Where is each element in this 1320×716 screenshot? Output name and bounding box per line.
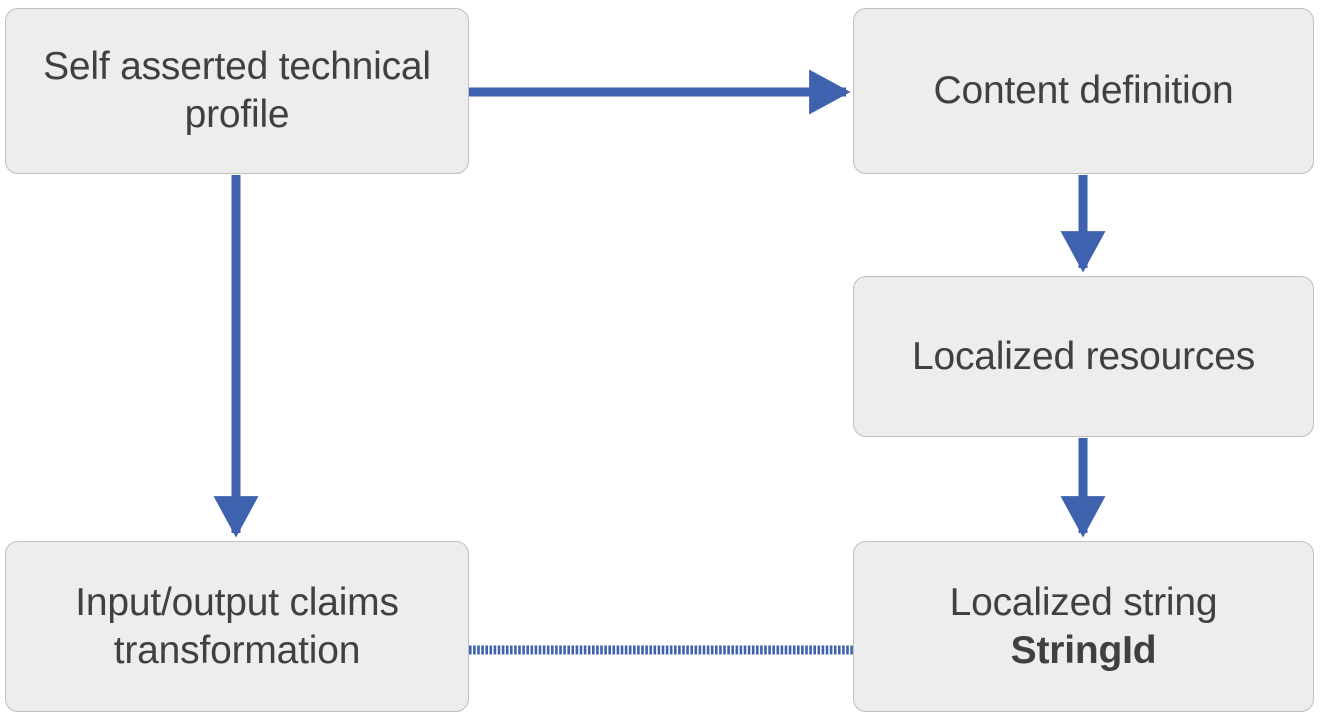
node-label-line-1: Self asserted technical xyxy=(43,45,431,89)
node-label: Input/output claims transformation xyxy=(24,579,450,674)
node-label-line-2: transformation xyxy=(113,628,361,672)
node-label: Localized string StringId xyxy=(872,579,1295,674)
node-label-line-1: Localized string xyxy=(949,580,1218,624)
node-label: Content definition xyxy=(872,67,1295,115)
node-label-line-1: Localized resources xyxy=(911,334,1256,378)
node-self-asserted-technical-profile[interactable]: Self asserted technical profile xyxy=(5,8,469,174)
node-label: Self asserted technical profile xyxy=(24,43,450,138)
node-label-line-1: Input/output claims xyxy=(75,580,399,624)
node-label-line-2: profile xyxy=(184,93,290,136)
node-content-definition[interactable]: Content definition xyxy=(853,8,1314,174)
node-localized-resources[interactable]: Localized resources xyxy=(853,276,1314,437)
node-label-line-1: Content definition xyxy=(933,69,1234,113)
node-localized-string[interactable]: Localized string StringId xyxy=(853,541,1314,712)
node-label-string-id: StringId xyxy=(1010,628,1157,672)
node-input-output-claims-transformation[interactable]: Input/output claims transformation xyxy=(5,541,469,712)
node-label: Localized resources xyxy=(872,333,1295,381)
